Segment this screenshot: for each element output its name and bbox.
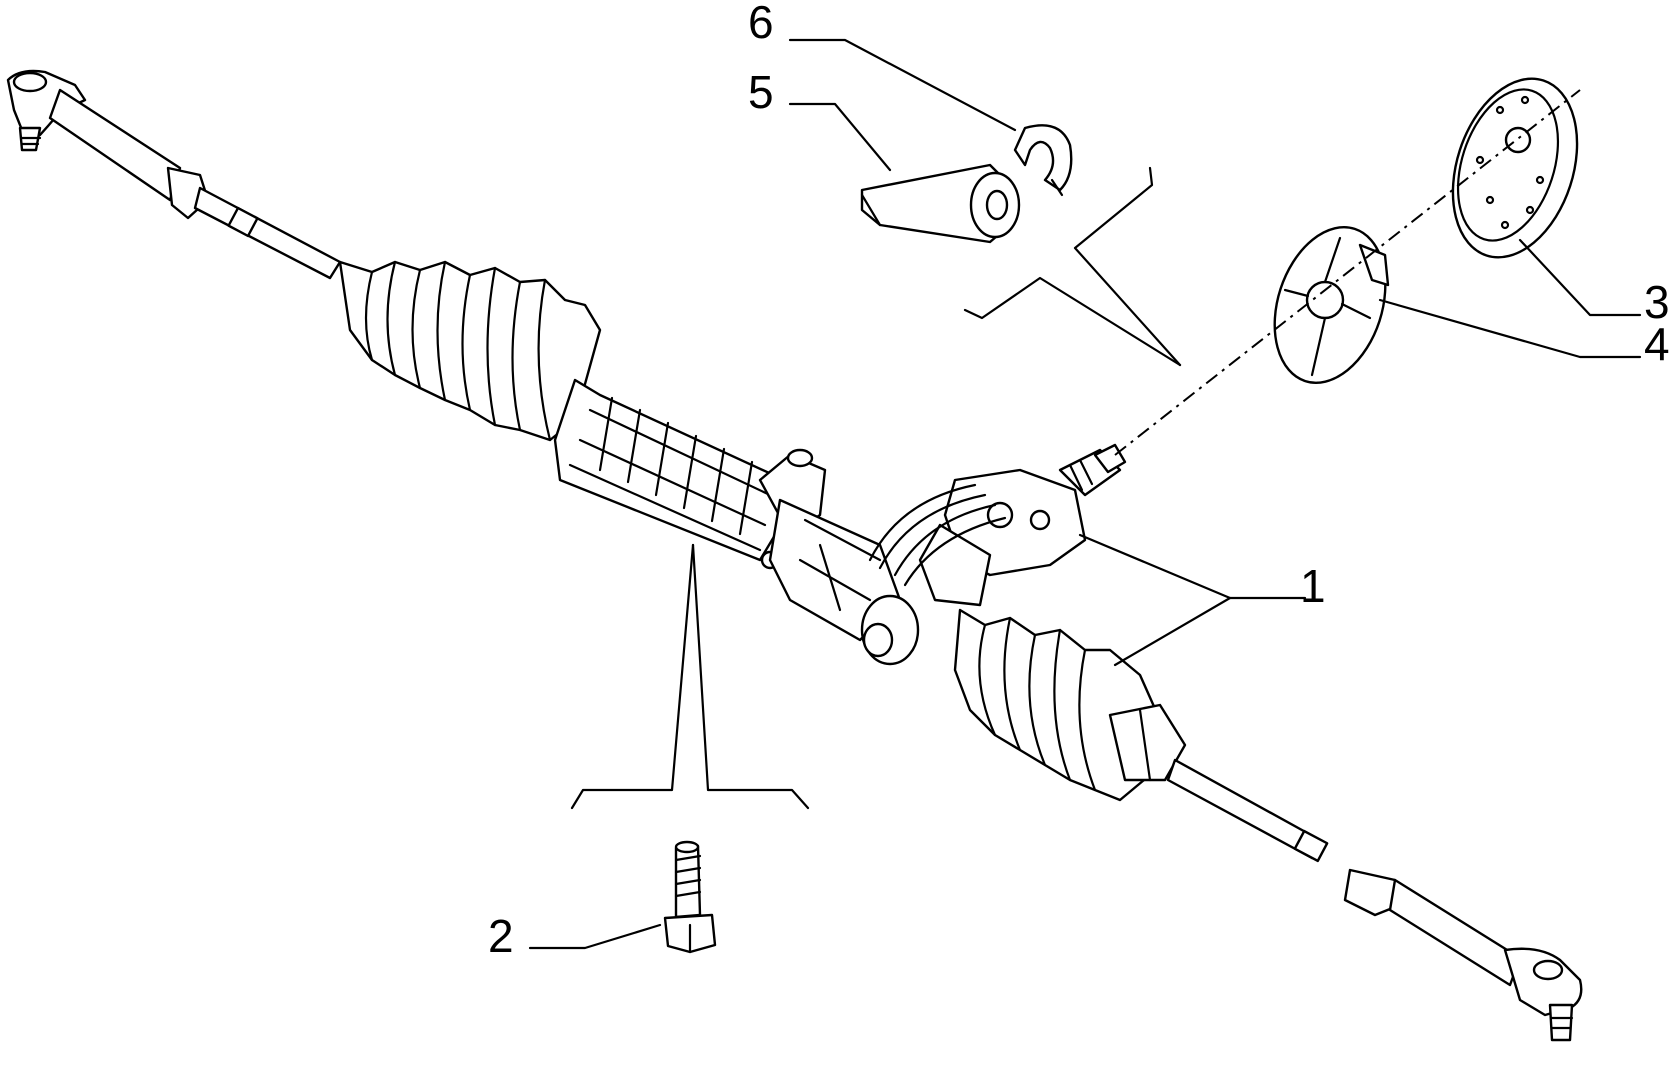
clip-part — [1013, 124, 1073, 197]
bolt-part — [663, 840, 717, 954]
steering-valve — [768, 443, 1127, 666]
callout-1: 1 — [1300, 560, 1326, 612]
left-boot — [338, 260, 602, 442]
callout-4: 4 — [1644, 318, 1670, 370]
seal-plate-part — [1451, 77, 1579, 259]
leader-lines — [528, 38, 1642, 950]
bearing-plate-part — [1273, 226, 1390, 384]
right-boot — [953, 608, 1187, 802]
right-tie-rod — [1166, 758, 1583, 1042]
callout-5: 5 — [748, 66, 774, 118]
left-tie-rod-end — [6, 69, 342, 280]
callout-6: 6 — [748, 0, 774, 48]
assembly-axis — [1114, 89, 1581, 456]
callout-3: 3 — [1644, 276, 1670, 328]
lever-part — [860, 163, 1021, 244]
callout-2: 2 — [488, 910, 514, 962]
